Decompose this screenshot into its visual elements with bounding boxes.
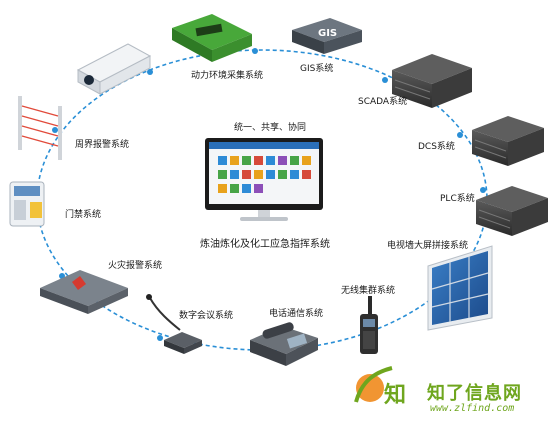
fire-alarm-device	[40, 270, 128, 314]
node-label-fire-alarm: 火灾报警系统	[108, 261, 163, 271]
center-main-label: 炼油炼化及化工应急指挥系统	[200, 239, 330, 250]
node-label-scada: SCADA系统	[358, 97, 408, 107]
plc-rack	[476, 186, 548, 236]
node-label-access-control: 门禁系统	[65, 210, 102, 220]
video-wall	[427, 245, 493, 331]
perimeter-beam-device	[18, 96, 62, 160]
watermark-logo-glyph: 知	[384, 382, 406, 408]
dcs-rack	[472, 116, 544, 166]
scada-rack	[392, 54, 472, 108]
node-label-videowall: 电视墙大屏拼接系统	[387, 241, 469, 251]
node-label-telephone: 电话通信系统	[269, 309, 324, 319]
node-label-plc: PLC系统	[440, 194, 475, 204]
power-env-device	[172, 14, 252, 62]
center-top-label: 统一、共享、协同	[234, 123, 307, 133]
conference-mic	[146, 294, 202, 354]
watermark-site-name: 知了信息网	[427, 383, 522, 404]
watermark-url: www.zlfind.com	[430, 403, 515, 414]
wireless-radio	[360, 296, 378, 354]
node-label-power-env: 动力环境采集系统	[191, 71, 264, 81]
node-label-dcs: DCS系统	[418, 142, 455, 152]
node-label-wireless: 无线集群系统	[341, 286, 396, 296]
access-control-device	[9, 181, 45, 227]
gis-device	[292, 18, 362, 54]
telephone	[250, 322, 318, 366]
node-label-conference: 数字会议系统	[179, 311, 234, 321]
gis-device-text: GIS	[318, 28, 337, 39]
camera-device	[76, 43, 152, 95]
node-label-gis: GIS系统	[300, 64, 334, 74]
central-monitor	[205, 138, 323, 221]
node-label-perimeter: 周界报警系统	[75, 140, 130, 150]
watermark-logo-mark	[354, 366, 393, 403]
